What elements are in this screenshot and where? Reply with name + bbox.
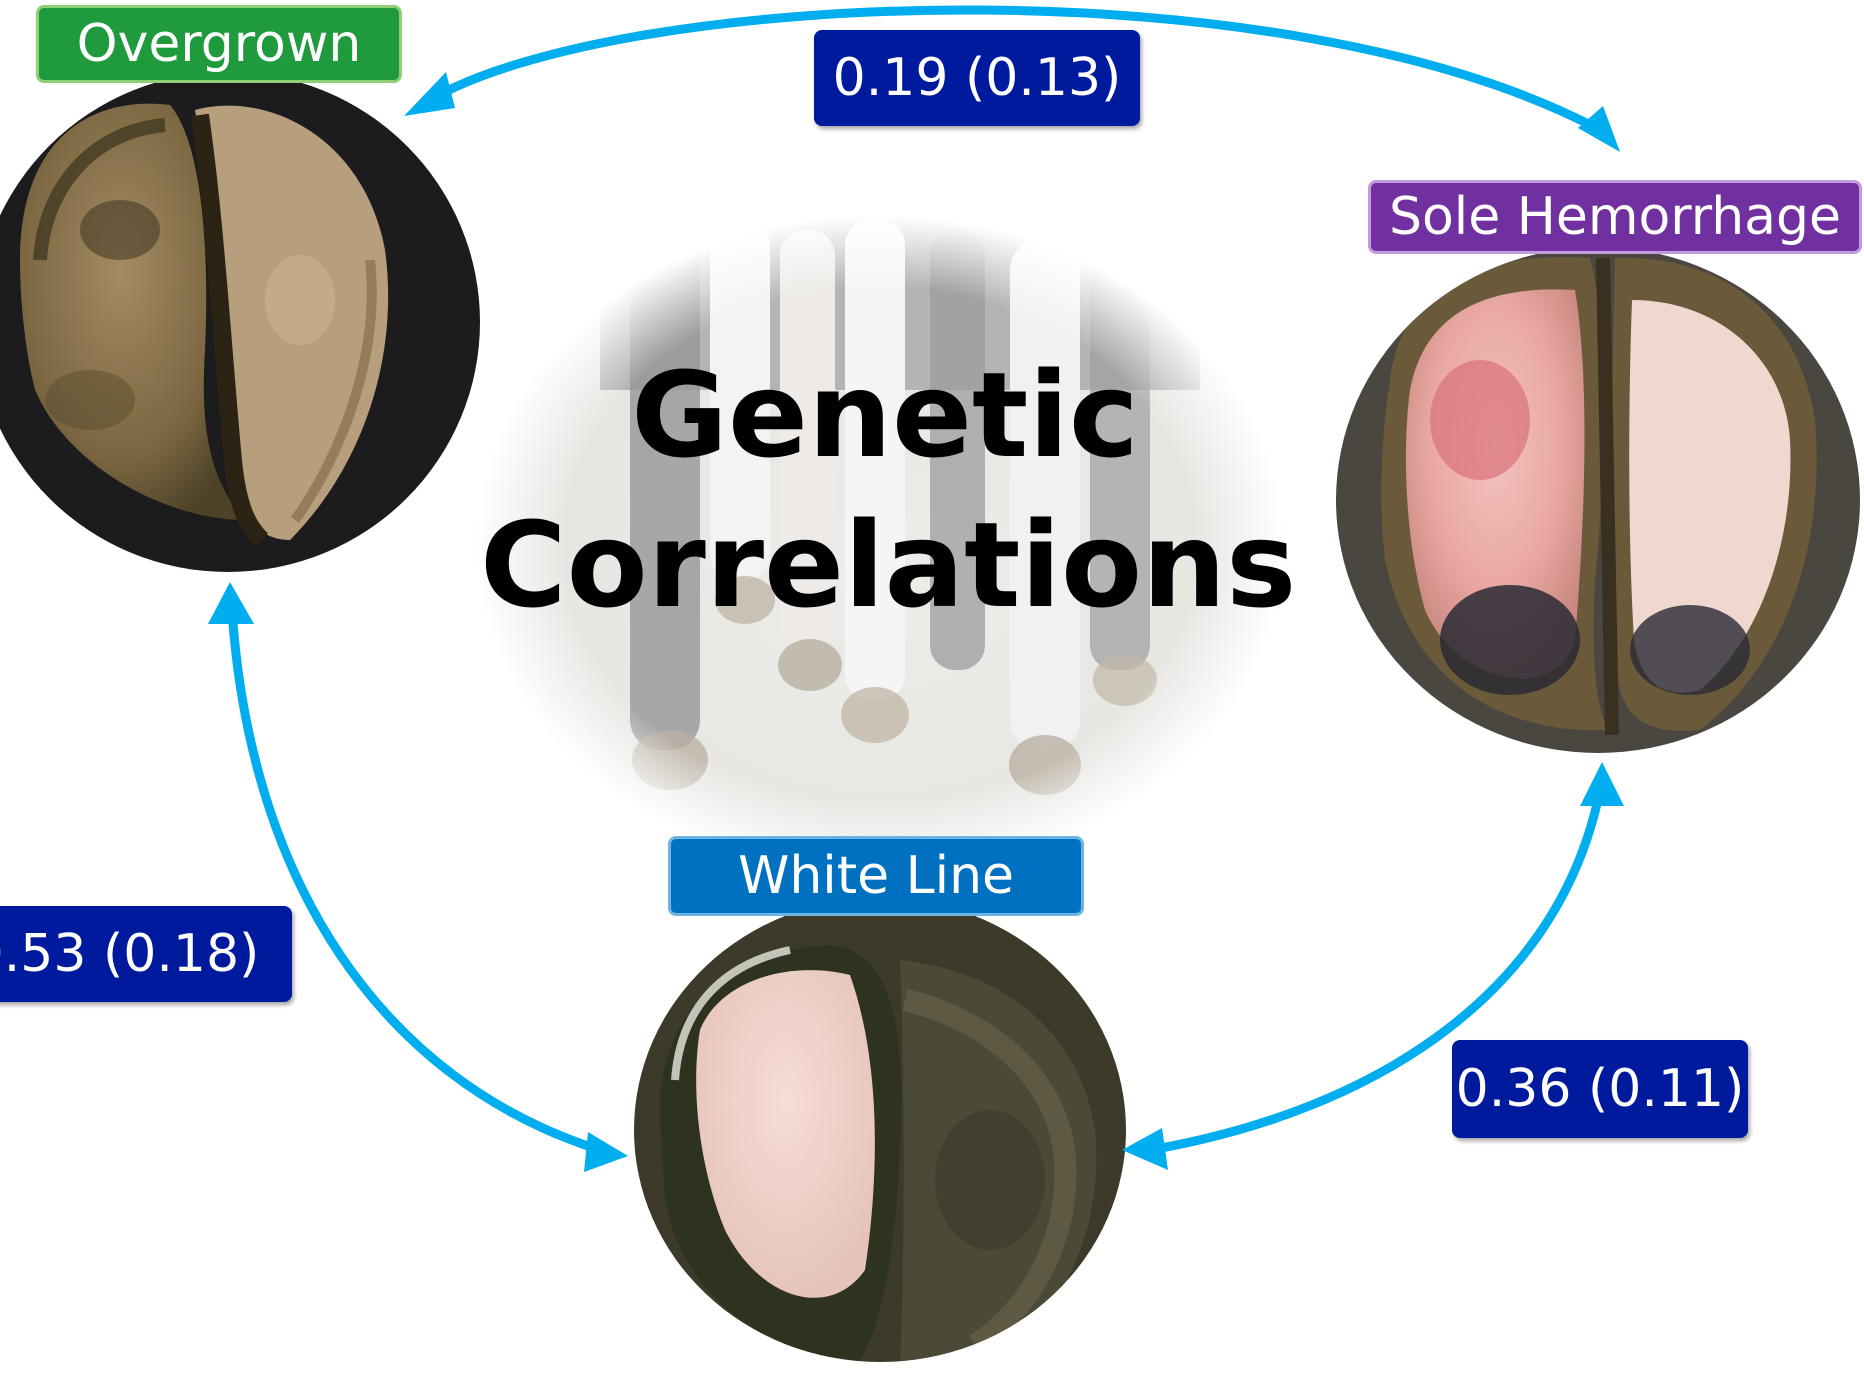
title-line-1: Genetic [480, 340, 1290, 490]
diagram-title: Genetic Correlations [480, 340, 1290, 640]
sole-hemorrhage-label: Sole Hemorrhage [1368, 180, 1862, 254]
sole-hemorrhage-hoof-image [1330, 240, 1864, 760]
overgrown-hoof-image [0, 70, 490, 580]
white-line-label: White Line [668, 836, 1084, 916]
white-line-hoof-image [620, 890, 1140, 1376]
correlation-sole-hemorrhage-white-line: 0.36 (0.11) [1452, 1040, 1748, 1138]
title-line-2: Correlations [480, 490, 1290, 640]
correlation-overgrown-sole-hemorrhage: 0.19 (0.13) [814, 30, 1140, 126]
correlation-overgrown-white-line: 0.53 (0.18) [0, 906, 292, 1002]
overgrown-label: Overgrown [36, 5, 402, 83]
